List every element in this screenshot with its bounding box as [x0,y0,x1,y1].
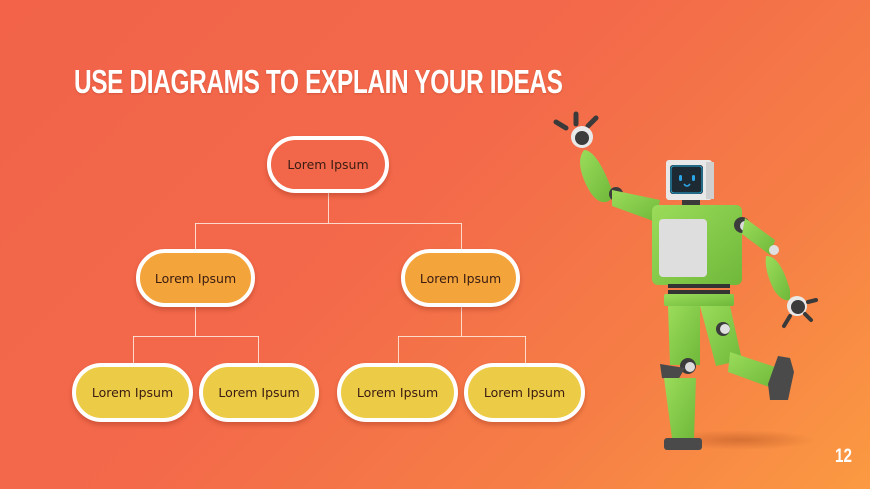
node-label: Lorem Ipsum [356,385,439,400]
level2-node-left[interactable]: Lorem Ipsum [136,249,255,307]
connector-line [195,223,196,251]
node-label: Lorem Ipsum [91,385,174,400]
robot-standing-leg [660,306,702,450]
robot-torso [652,205,742,306]
connector-line [328,192,329,223]
node-label: Lorem Ipsum [483,385,566,400]
level3-node-3[interactable]: Lorem Ipsum [337,363,458,422]
level3-node-1[interactable]: Lorem Ipsum [72,363,193,422]
node-label: Lorem Ipsum [287,157,369,172]
level3-node-2[interactable]: Lorem Ipsum [199,363,319,422]
robot-head [666,160,714,206]
page-number: 12 [835,446,852,467]
robot-illustration [553,111,818,450]
connector-line [133,336,259,337]
node-label: Lorem Ipsum [419,270,502,286]
robot-lowered-arm [734,217,818,328]
robot-raised-arm [553,111,660,222]
node-label: Lorem Ipsum [218,385,300,400]
connector-line [525,336,526,365]
connector-line [258,336,259,365]
connector-line [398,336,526,337]
node-label: Lorem Ipsum [154,270,237,286]
root-node[interactable]: Lorem Ipsum [267,136,389,193]
slide-title: USE DIAGRAMS TO EXPLAIN YOUR IDEAS [74,63,563,100]
connector-line [461,223,462,251]
connector-line [133,336,134,365]
level3-node-4[interactable]: Lorem Ipsum [464,363,585,422]
robot-kicking-leg [700,306,794,400]
connector-line [195,223,462,224]
connector-line [461,306,462,336]
connector-line [398,336,399,365]
connector-line [195,306,196,336]
level2-node-right[interactable]: Lorem Ipsum [401,249,520,307]
